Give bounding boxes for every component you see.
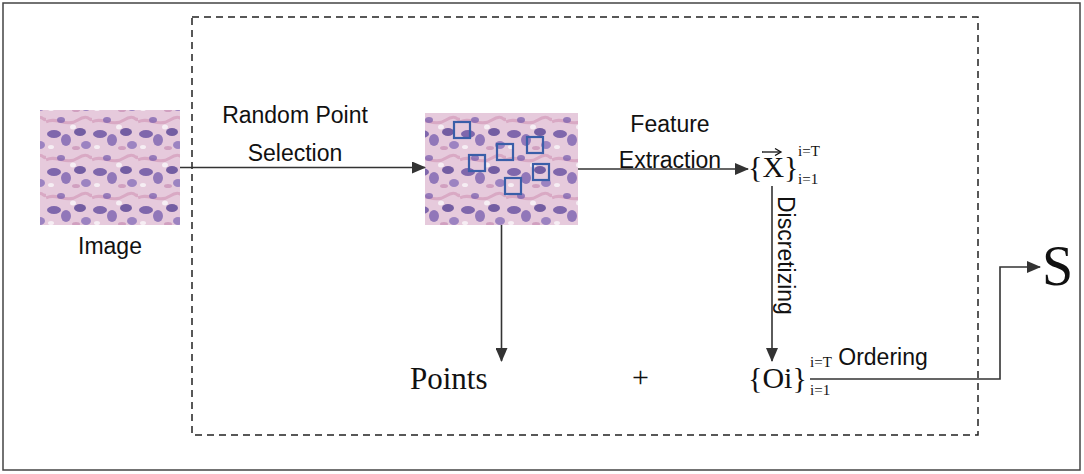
image-caption: Image bbox=[40, 235, 180, 258]
edge-label: Discretizing bbox=[774, 196, 797, 315]
subscript: i=1 bbox=[798, 172, 818, 187]
flow-arrow bbox=[810, 267, 1040, 379]
sample-patches bbox=[454, 122, 549, 194]
outer-frame bbox=[3, 3, 1080, 470]
flow-arrow bbox=[771, 186, 773, 361]
edge-label: Ordering bbox=[828, 343, 938, 371]
feature-set: {X}i=Ti=1 bbox=[748, 150, 796, 186]
symbol-set: {Oi}i=Ti=1 bbox=[748, 361, 810, 397]
flow-arrow bbox=[578, 168, 748, 170]
plus-sign: + bbox=[632, 362, 649, 392]
sequence-symbol: S bbox=[1040, 238, 1078, 296]
edge-label: Feature Extraction bbox=[608, 106, 732, 178]
vector-arrow-shaft bbox=[762, 151, 780, 152]
dashed-frame bbox=[192, 17, 978, 435]
subscript: i=1 bbox=[810, 383, 830, 398]
input-image: Image bbox=[40, 110, 180, 225]
flow-arrow bbox=[180, 167, 425, 169]
term-text: Points bbox=[410, 363, 488, 394]
flow-arrow bbox=[501, 225, 503, 361]
histology-image bbox=[40, 110, 180, 225]
superscript: i=T bbox=[810, 355, 832, 370]
points-term: Points bbox=[410, 361, 530, 397]
edge-label: Random Point Selection bbox=[200, 96, 390, 172]
histology-image bbox=[425, 113, 578, 225]
vector-arrow-head bbox=[775, 149, 781, 156]
vector-arrow bbox=[760, 146, 784, 156]
set-symbol: {Oi} bbox=[748, 363, 807, 393]
set-symbol: {X} bbox=[748, 152, 798, 182]
sampled-image bbox=[425, 113, 578, 225]
superscript: i=T bbox=[798, 144, 820, 159]
sequence-letter: S bbox=[1042, 238, 1073, 294]
